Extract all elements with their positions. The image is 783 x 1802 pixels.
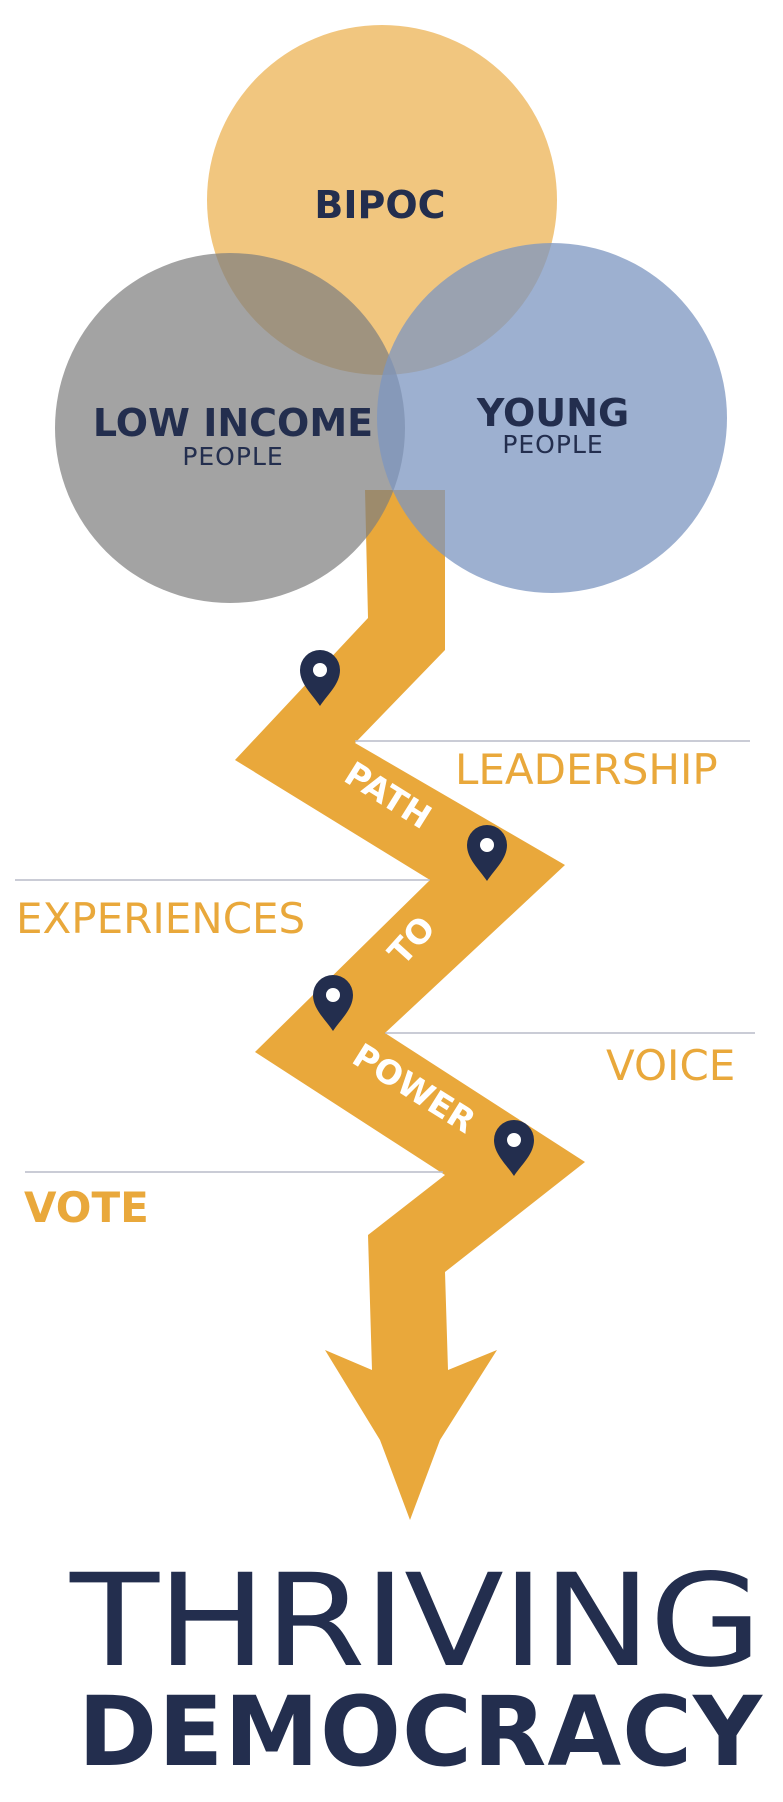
low-income-title: LOW INCOME — [93, 401, 373, 445]
low-income-circle — [55, 253, 405, 603]
young-title: YOUNG — [476, 391, 629, 435]
title-line-democracy: DEMOCRACY — [78, 1676, 763, 1788]
step-label-vote: VOTE — [24, 1183, 149, 1232]
low-income-subtitle: PEOPLE — [182, 442, 283, 471]
location-pin-icon — [494, 1120, 534, 1176]
location-pin-icon — [313, 975, 353, 1031]
step-label-voice: VOICE — [606, 1041, 735, 1090]
location-pin-icon — [467, 825, 507, 881]
step-label-experiences: EXPERIENCES — [16, 894, 305, 943]
step-label-leadership: LEADERSHIP — [455, 745, 718, 794]
location-pin-icon — [300, 650, 340, 706]
title-line-thriving: THRIVING — [69, 1547, 760, 1696]
bipoc-title: BIPOC — [314, 183, 445, 227]
young-subtitle: PEOPLE — [502, 430, 603, 459]
zigzag-path-arrow — [235, 490, 585, 1520]
young-circle — [377, 243, 727, 593]
